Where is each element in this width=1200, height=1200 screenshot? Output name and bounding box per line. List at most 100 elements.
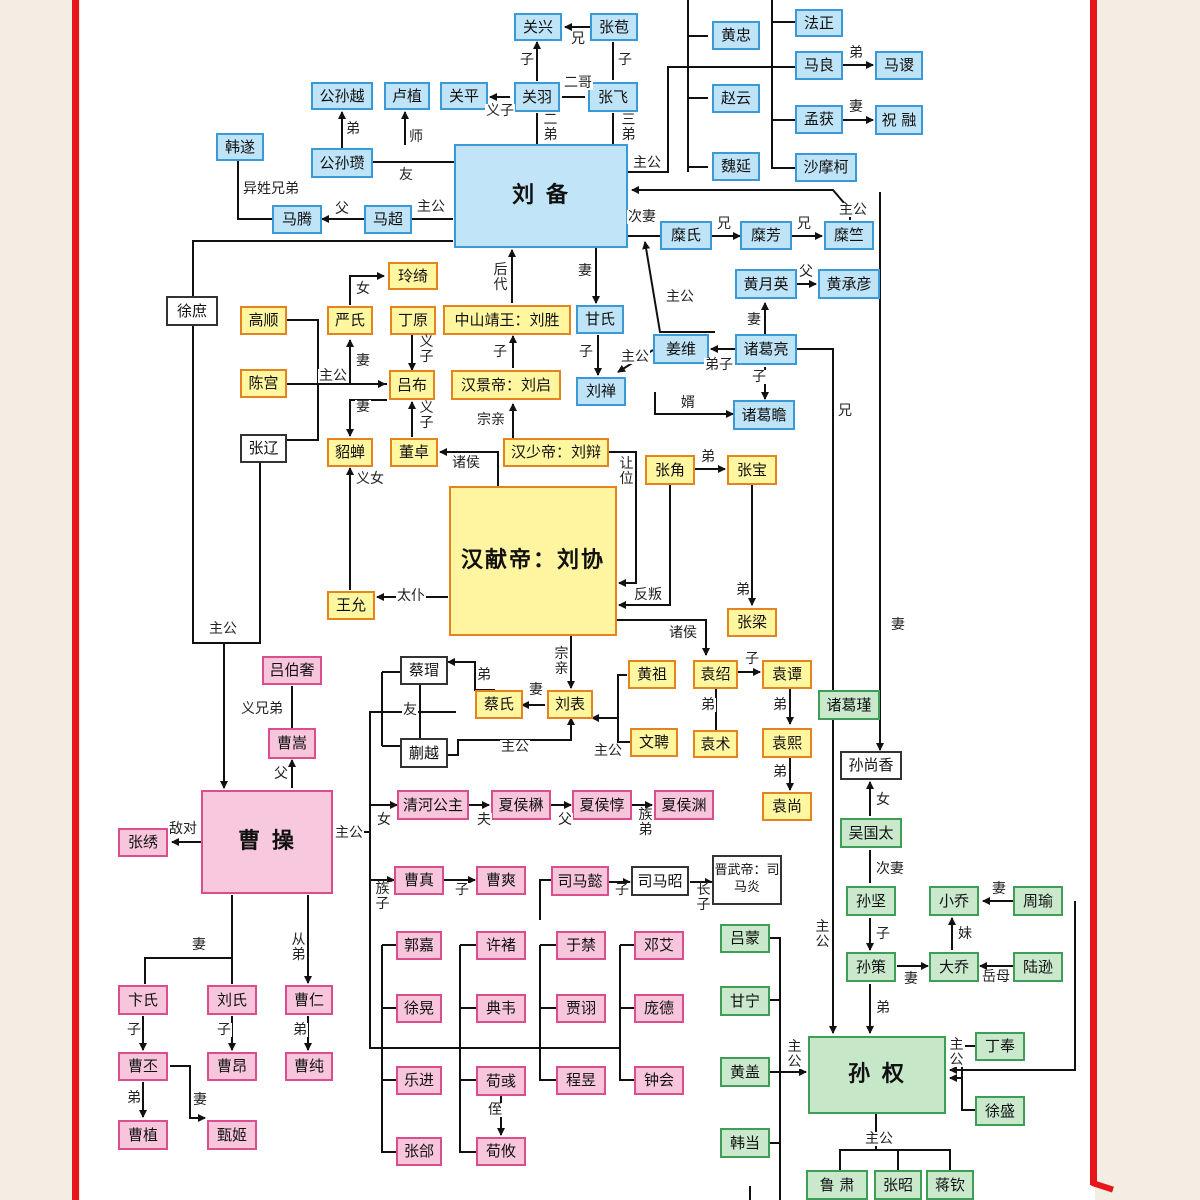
rel-label: 弟 xyxy=(292,1022,308,1038)
node-cao-zhen: 曹真 xyxy=(394,866,444,895)
rel-label: 妻 xyxy=(577,263,593,279)
node-chen-gong: 陈宫 xyxy=(240,369,287,398)
node-liu-biao: 刘表 xyxy=(547,690,593,719)
node-xu-chu: 许褚 xyxy=(476,931,526,960)
node-deng-ai: 邓艾 xyxy=(634,931,684,960)
rel-label: 从弟 xyxy=(290,932,307,963)
node-xu-shu: 徐庶 xyxy=(166,296,218,326)
node-ding-yuan: 丁原 xyxy=(390,306,436,335)
node-han-sui: 韩遂 xyxy=(216,133,264,161)
node-dian-wei: 典韦 xyxy=(476,994,526,1023)
node-yuan-shang: 袁尚 xyxy=(762,792,812,821)
node-guan-ping: 关平 xyxy=(440,82,488,110)
rel-label: 妻 xyxy=(746,312,762,328)
node-yuan-shao: 袁绍 xyxy=(693,660,738,689)
node-gan-ning: 甘宁 xyxy=(720,986,770,1016)
red-border-left xyxy=(72,0,79,1200)
node-cao-shuang: 曹爽 xyxy=(476,866,526,895)
node-jia-xu: 贾诩 xyxy=(556,994,606,1023)
node-xun-yu: 荀彧 xyxy=(476,1066,526,1096)
node-xiao-qiao: 小乔 xyxy=(929,886,979,916)
rel-label: 义兄弟 xyxy=(240,701,284,717)
node-yue-jin: 乐进 xyxy=(396,1066,442,1095)
node-cao-pi: 曹丕 xyxy=(118,1052,168,1081)
node-jiang-qin: 蒋钦 xyxy=(926,1170,974,1200)
rel-label: 弟 xyxy=(700,449,716,465)
node-gan-shi: 甘氏 xyxy=(576,305,624,334)
node-cao-ren: 曹仁 xyxy=(285,985,333,1015)
node-ma-teng: 马腾 xyxy=(272,205,322,234)
node-sun-jian: 孙坚 xyxy=(846,886,896,916)
rel-label: 子 xyxy=(492,344,508,360)
node-sima-zhao: 司马昭 xyxy=(631,866,689,896)
node-zhu-rong: 祝 融 xyxy=(875,105,923,135)
rel-label: 弟 xyxy=(772,764,788,780)
node-fa-zheng: 法正 xyxy=(795,9,843,37)
rel-label: 弟子 xyxy=(704,357,734,373)
rel-label: 弟 xyxy=(875,1000,891,1016)
node-liu-shi: 刘氏 xyxy=(207,985,257,1015)
rel-label: 子 xyxy=(216,1022,232,1038)
node-liu-bei: 刘 备 xyxy=(454,144,628,248)
rel-label: 兄 xyxy=(796,216,812,232)
rel-label: 诸侯 xyxy=(451,455,481,471)
node-wei-yan: 魏延 xyxy=(712,152,760,181)
node-zhen-ji: 甄姬 xyxy=(207,1120,257,1150)
rel-label: 让位 xyxy=(618,456,635,487)
rel-label: 宗亲 xyxy=(553,646,570,677)
rel-label: 岳母 xyxy=(981,969,1011,985)
rel-label: 父 xyxy=(557,812,573,828)
node-zhang-he: 张郃 xyxy=(396,1137,442,1166)
rel-label: 二哥 xyxy=(563,75,593,91)
rel-label: 弟 xyxy=(126,1090,142,1106)
node-zhou-yu: 周瑜 xyxy=(1013,886,1063,916)
node-huang-zu: 黄祖 xyxy=(628,660,676,689)
rel-label: 义女 xyxy=(355,471,385,487)
node-gao-shun: 高顺 xyxy=(240,306,287,335)
node-huang-chengyan: 黄承彦 xyxy=(818,269,880,299)
node-lu-boshe: 吕伯奢 xyxy=(262,656,322,685)
rel-label: 主公 xyxy=(632,155,662,171)
node-diao-chan: 貂蝉 xyxy=(327,438,373,467)
node-zhang-bao2: 张宝 xyxy=(727,455,777,485)
node-guan-yu: 关羽 xyxy=(514,82,560,112)
node-mi-zhu: 糜竺 xyxy=(824,221,874,250)
node-jiang-wei: 姜维 xyxy=(653,334,709,364)
rel-label: 主公 xyxy=(786,1039,803,1070)
rel-label: 父 xyxy=(798,264,814,280)
rel-label: 妻 xyxy=(192,1092,208,1108)
node-shamoke: 沙摩柯 xyxy=(795,153,857,182)
rel-label: 义子 xyxy=(418,334,435,365)
rel-label: 子 xyxy=(875,926,891,942)
rel-label: 妹 xyxy=(957,926,973,942)
node-huang-zhong: 黄忠 xyxy=(712,21,760,50)
node-cai-shi: 蔡氏 xyxy=(475,690,523,719)
node-dong-zhuo: 董卓 xyxy=(390,438,438,467)
rel-label: 次妻 xyxy=(627,209,657,225)
rel-label: 主公 xyxy=(838,202,868,218)
rel-label: 主公 xyxy=(593,743,623,759)
node-kuai-yue: 蒯越 xyxy=(400,738,448,768)
node-mi-fang: 糜芳 xyxy=(740,221,792,250)
node-ma-liang: 马良 xyxy=(795,51,843,80)
node-lu-zhi: 卢植 xyxy=(384,82,430,110)
rel-label: 主公 xyxy=(814,919,831,950)
node-cao-cao: 曹 操 xyxy=(201,790,333,894)
node-zhang-jiao: 张角 xyxy=(645,455,695,485)
node-da-qiao: 大乔 xyxy=(929,952,979,982)
node-sun-quan: 孙 权 xyxy=(808,1036,946,1114)
rel-label: 女 xyxy=(875,792,891,808)
rel-label: 次妻 xyxy=(875,861,905,877)
node-liu-xie: 汉献帝：刘协 xyxy=(449,486,617,636)
node-qinghe-gongzhu: 清河公主 xyxy=(397,790,469,820)
rel-label: 夫 xyxy=(476,812,492,828)
node-xiahou-mao: 夏侯楙 xyxy=(491,790,551,820)
node-xu-huang: 徐晃 xyxy=(396,994,442,1023)
node-xu-sheng: 徐盛 xyxy=(975,1096,1025,1126)
node-zhang-liang: 张梁 xyxy=(727,608,777,637)
node-pang-de: 庞德 xyxy=(634,994,684,1023)
rel-label: 妻 xyxy=(890,617,906,633)
rel-label: 子 xyxy=(617,52,633,68)
rel-label: 弟 xyxy=(476,667,492,683)
